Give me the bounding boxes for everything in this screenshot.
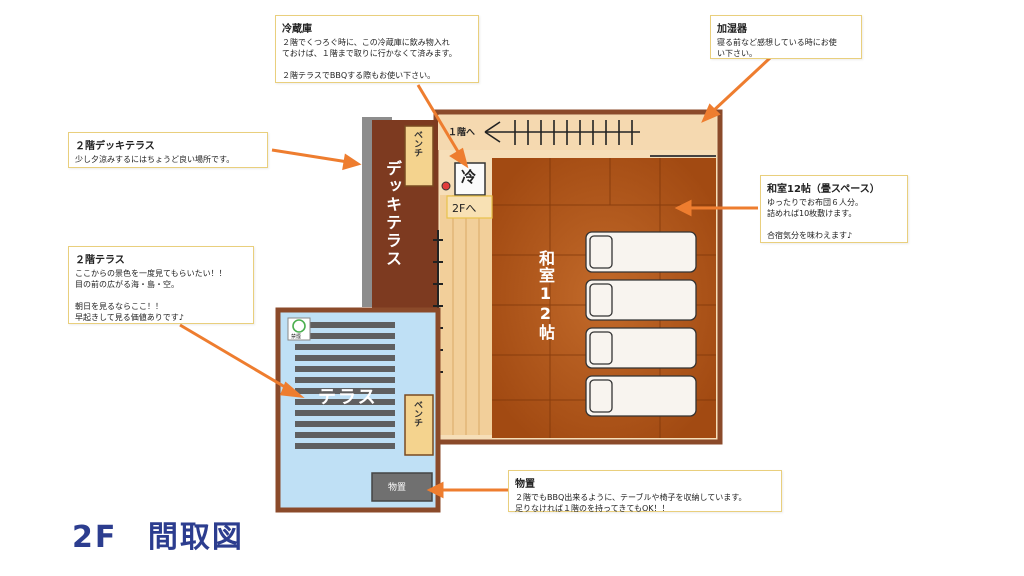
callout-humidifier: 加湿器 寝る前など感想している時にお使 い下さい。 [710, 15, 862, 59]
callout-line [767, 219, 901, 230]
to-2f-box [446, 195, 493, 219]
callout-line: い下さい。 [717, 49, 757, 58]
stairs [484, 120, 640, 145]
pillow [589, 379, 613, 413]
callout-line: 合宿気分を味わえます♪ [767, 231, 853, 240]
futon [585, 375, 697, 417]
location-marker-icon [441, 181, 451, 191]
futon [585, 327, 697, 369]
callout-line [282, 59, 472, 70]
callout-line: ２階でくつろぐ時に、この冷蔵庫に飲み物入れ [282, 38, 450, 47]
terrace-bench [404, 394, 434, 456]
callout-title: 物置 [515, 479, 535, 490]
pillow [589, 331, 613, 365]
callout-line: ２階テラスでBBQする際もお使い下さい。 [282, 71, 436, 80]
deck-bench-label: ベンチ [412, 130, 422, 157]
futon [585, 231, 697, 273]
washitsu-label: 和室12帖 [536, 250, 555, 341]
futon-set [585, 231, 697, 417]
callout-title: ２階デッキテラス [75, 141, 155, 152]
terrace-deck-boards [295, 322, 395, 449]
callout-title: 加湿器 [717, 24, 747, 35]
callout-title: 和室12帖（畳スペース） [767, 184, 880, 195]
callout-title: ２階テラス [75, 255, 125, 266]
callout-line: ゆったりでお布団６人分。 [767, 198, 863, 207]
callout-fridge: 冷蔵庫 ２階でくつろぐ時に、この冷蔵庫に飲み物入れ ておけば、１階まで取りに行か… [275, 15, 479, 83]
callout-line: ておけば、１階まで取りに行かなくて済みます。 [282, 49, 457, 58]
callout-title: 冷蔵庫 [282, 24, 312, 35]
terrace-bench-label: ベンチ [412, 400, 422, 427]
deck-bench [404, 125, 434, 187]
callout-line [75, 290, 247, 301]
storage-label: 物置 [388, 483, 407, 493]
to-2f-label: 2Fへ [452, 202, 477, 215]
callout-line: 朝日を見るならここ！！ [75, 302, 163, 311]
no-smoking-icon [292, 319, 306, 333]
pillow [589, 235, 613, 269]
callout-line: 早起きして見る価値ありです♪ [75, 313, 184, 322]
callout-line: 詰めれば10枚敷けます。 [767, 209, 857, 218]
callout-line: 寝る前など感想している時にお使 [717, 38, 837, 47]
callout-line: 少し夕涼みするにはちょうど良い場所です。 [75, 155, 235, 164]
terrace-label: テラス [318, 387, 378, 408]
callout-storage: 物置 ２階でもBBQ出来るように、テーブルや椅子を収納しています。 足りなければ… [508, 470, 782, 513]
callout-line: ２階でもBBQ出来るように、テーブルや椅子を収納しています。 [515, 493, 747, 502]
stairs-label: １階へ [448, 128, 476, 138]
fridge-label: 冷 [461, 168, 477, 186]
fridge [454, 162, 486, 196]
storage-box [371, 472, 433, 502]
page-title: 2F 間取図 [72, 512, 244, 556]
callout-line: 足りなければ１階のを持ってきてもOK！！ [515, 504, 670, 513]
callout-line: 目の前の広がる海・島・空。 [75, 280, 179, 289]
pillow [589, 283, 613, 317]
callout-deck: ２階デッキテラス 少し夕涼みするにはちょうど良い場所です。 [68, 132, 268, 168]
deck-terrace-label: デッキテラス [383, 160, 402, 268]
futon [585, 279, 697, 321]
callout-arrows [179, 56, 772, 499]
no-smoking-label: 禁煙 [291, 334, 302, 340]
floor-label: 2F [72, 520, 118, 555]
callout-line: ここからの景色を一度見てもらいたい！！ [75, 269, 227, 278]
callout-terrace: ２階テラス ここからの景色を一度見てもらいたい！！ 目の前の広がる海・島・空。 … [68, 246, 254, 324]
floor-plan-title: 間取図 [147, 520, 244, 555]
callout-washitsu: 和室12帖（畳スペース） ゆったりでお布団６人分。 詰めれば10枚敷けます。 合… [760, 175, 908, 243]
